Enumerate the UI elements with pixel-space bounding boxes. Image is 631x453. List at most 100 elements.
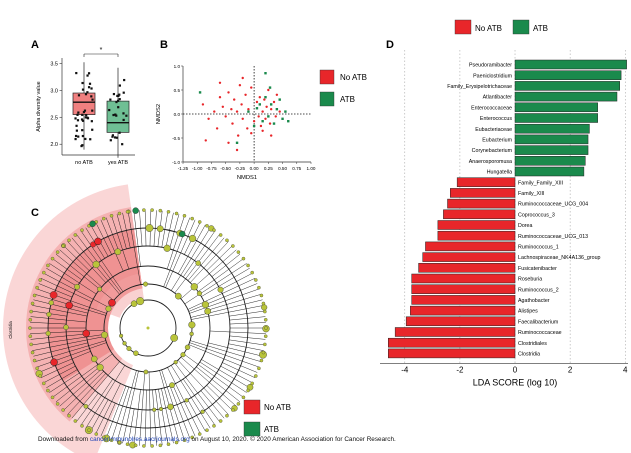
cladogram-branch xyxy=(169,214,180,249)
legend-swatch xyxy=(243,399,261,415)
clade-node xyxy=(173,360,178,365)
cladogram-branch xyxy=(67,373,106,415)
point-no-atb xyxy=(275,93,279,97)
cladogram-branch xyxy=(40,278,92,303)
cladogram-branch xyxy=(127,408,135,445)
lda-bar-label: Coprococcus_3 xyxy=(518,212,555,218)
point-no-atb xyxy=(235,148,239,152)
lda-bar-label: Eubacteriaceae xyxy=(475,127,512,133)
clade-tip-node xyxy=(87,428,91,432)
point-no-atb xyxy=(269,108,273,111)
clade-node xyxy=(48,300,54,306)
lda-bar-label: Ruminococcus_2 xyxy=(518,287,559,293)
clade-node-atb xyxy=(132,207,139,214)
lda-bar-label: Roseburia xyxy=(518,277,542,283)
sample-point xyxy=(81,81,84,85)
clade-node xyxy=(184,344,191,350)
cladogram-branch xyxy=(229,335,266,340)
clade-tip-node xyxy=(109,438,114,442)
clade-tip-node xyxy=(158,208,163,213)
clade-tip-node xyxy=(38,278,42,282)
footer-link[interactable]: cancerimmunolres.aacrjournals.org xyxy=(89,436,190,443)
cladogram-branch xyxy=(183,230,216,278)
x-tick-label: 0.00 xyxy=(250,166,259,171)
cladogram-branch xyxy=(187,237,225,281)
point-no-atb xyxy=(258,96,261,99)
clade-tip-node xyxy=(28,334,33,338)
cladogram-branch xyxy=(100,403,116,437)
clade-tip-node xyxy=(109,214,114,218)
x-tick-label: -4 xyxy=(401,366,409,375)
sample-point xyxy=(114,113,117,116)
cladogram-branch xyxy=(220,272,253,291)
point-no-atb xyxy=(227,91,230,94)
lda-bar xyxy=(411,295,516,305)
y-tick-label: -1.0 xyxy=(172,160,180,165)
point-no-atb xyxy=(255,100,259,104)
clade-tip-node xyxy=(55,402,60,406)
sample-point xyxy=(81,134,84,138)
cladogram-branch xyxy=(174,362,220,422)
lda-bar xyxy=(514,145,589,155)
cladogram-branch xyxy=(171,227,211,291)
clade-node xyxy=(189,331,194,336)
clade-node-no-atb xyxy=(94,237,102,246)
lda-bar xyxy=(388,337,516,348)
clade-node xyxy=(190,283,198,291)
point-no-atb xyxy=(224,115,227,118)
clade-tip-node xyxy=(30,350,35,355)
lda-bar xyxy=(450,188,516,198)
clade-node xyxy=(152,407,157,412)
legend-swatch xyxy=(454,19,472,35)
point-no-atb xyxy=(240,103,243,106)
sample-point xyxy=(118,93,121,96)
clade-node xyxy=(180,352,186,358)
cladogram-branch xyxy=(46,267,78,287)
cladogram-branch xyxy=(183,378,216,426)
clade-node xyxy=(163,244,171,252)
lda-bar-label: Family_Erysipelotrichaceae xyxy=(447,84,512,90)
clade-tip-node xyxy=(166,210,171,214)
point-atb xyxy=(198,91,202,94)
sample-point xyxy=(108,108,111,112)
clade-tip-node xyxy=(35,285,39,290)
cladogram-branch xyxy=(67,241,106,283)
significance-mark: * xyxy=(100,47,103,54)
clade-tip-node xyxy=(35,366,39,371)
sample-point xyxy=(74,134,78,138)
clade-tip-node xyxy=(102,216,106,221)
cladogram-branch xyxy=(100,219,124,272)
sample-point xyxy=(81,129,84,132)
sample-point xyxy=(81,113,84,116)
point-no-atb xyxy=(215,127,219,130)
lda-bar-label: Enterococcus xyxy=(480,116,512,122)
cladogram-side-label: Clostridia xyxy=(8,321,13,339)
clade-tip-node xyxy=(190,435,194,440)
cladogram-branch xyxy=(40,362,74,378)
point-atb xyxy=(268,86,272,89)
lda-bar xyxy=(437,220,516,230)
cladogram-branch xyxy=(30,322,67,325)
point-no-atb xyxy=(238,84,242,87)
clade-tip-node xyxy=(218,419,223,423)
cladogram-branch xyxy=(187,399,206,432)
clade-node xyxy=(156,225,164,233)
cladogram-branch xyxy=(189,288,260,314)
sample-point xyxy=(90,120,93,123)
clade-tip-node xyxy=(212,424,216,428)
sample-point xyxy=(87,72,91,75)
cladogram-branch xyxy=(165,212,174,248)
cladogram-branch xyxy=(105,217,120,252)
sample-point xyxy=(82,110,86,114)
clade-tip-node xyxy=(142,208,146,212)
lda-bar-label: Ruminococcaceae_UCG_004 xyxy=(518,202,588,208)
clade-tip-node xyxy=(182,438,187,442)
point-no-atb xyxy=(244,93,247,97)
clade-node xyxy=(63,324,69,330)
point-atb xyxy=(284,110,287,113)
cladogram-branch xyxy=(144,389,147,446)
cladogram-branch xyxy=(71,361,120,419)
x-tick-label: -2 xyxy=(456,366,464,375)
